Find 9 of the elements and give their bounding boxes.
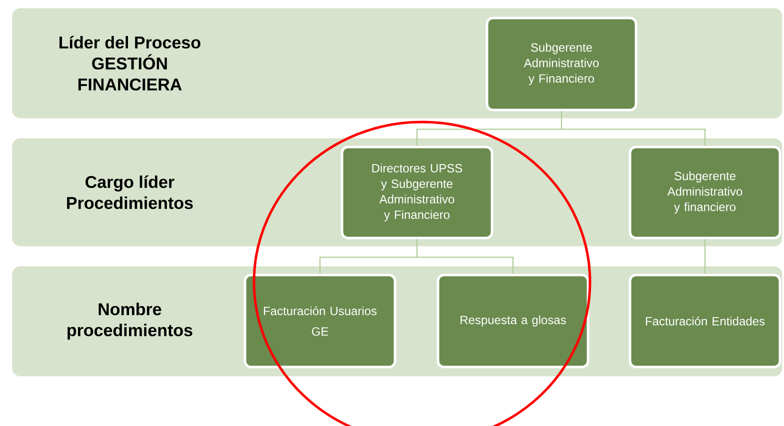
role-box: Subgerente Administrativo y Financiero (486, 16, 638, 112)
role-box: Respuesta a glosas (436, 274, 590, 368)
connector-line (704, 238, 706, 274)
role-box: Directores UPSS y Subgerente Administrativo y Financiero (340, 146, 494, 240)
connector-line (561, 110, 706, 146)
role-box: Facturación Entidades (628, 274, 782, 368)
connector-line (416, 238, 514, 274)
role-box: Subgerente Administrativo y financiero (628, 146, 782, 240)
role-box: Facturación Usuarios GE (244, 274, 396, 368)
